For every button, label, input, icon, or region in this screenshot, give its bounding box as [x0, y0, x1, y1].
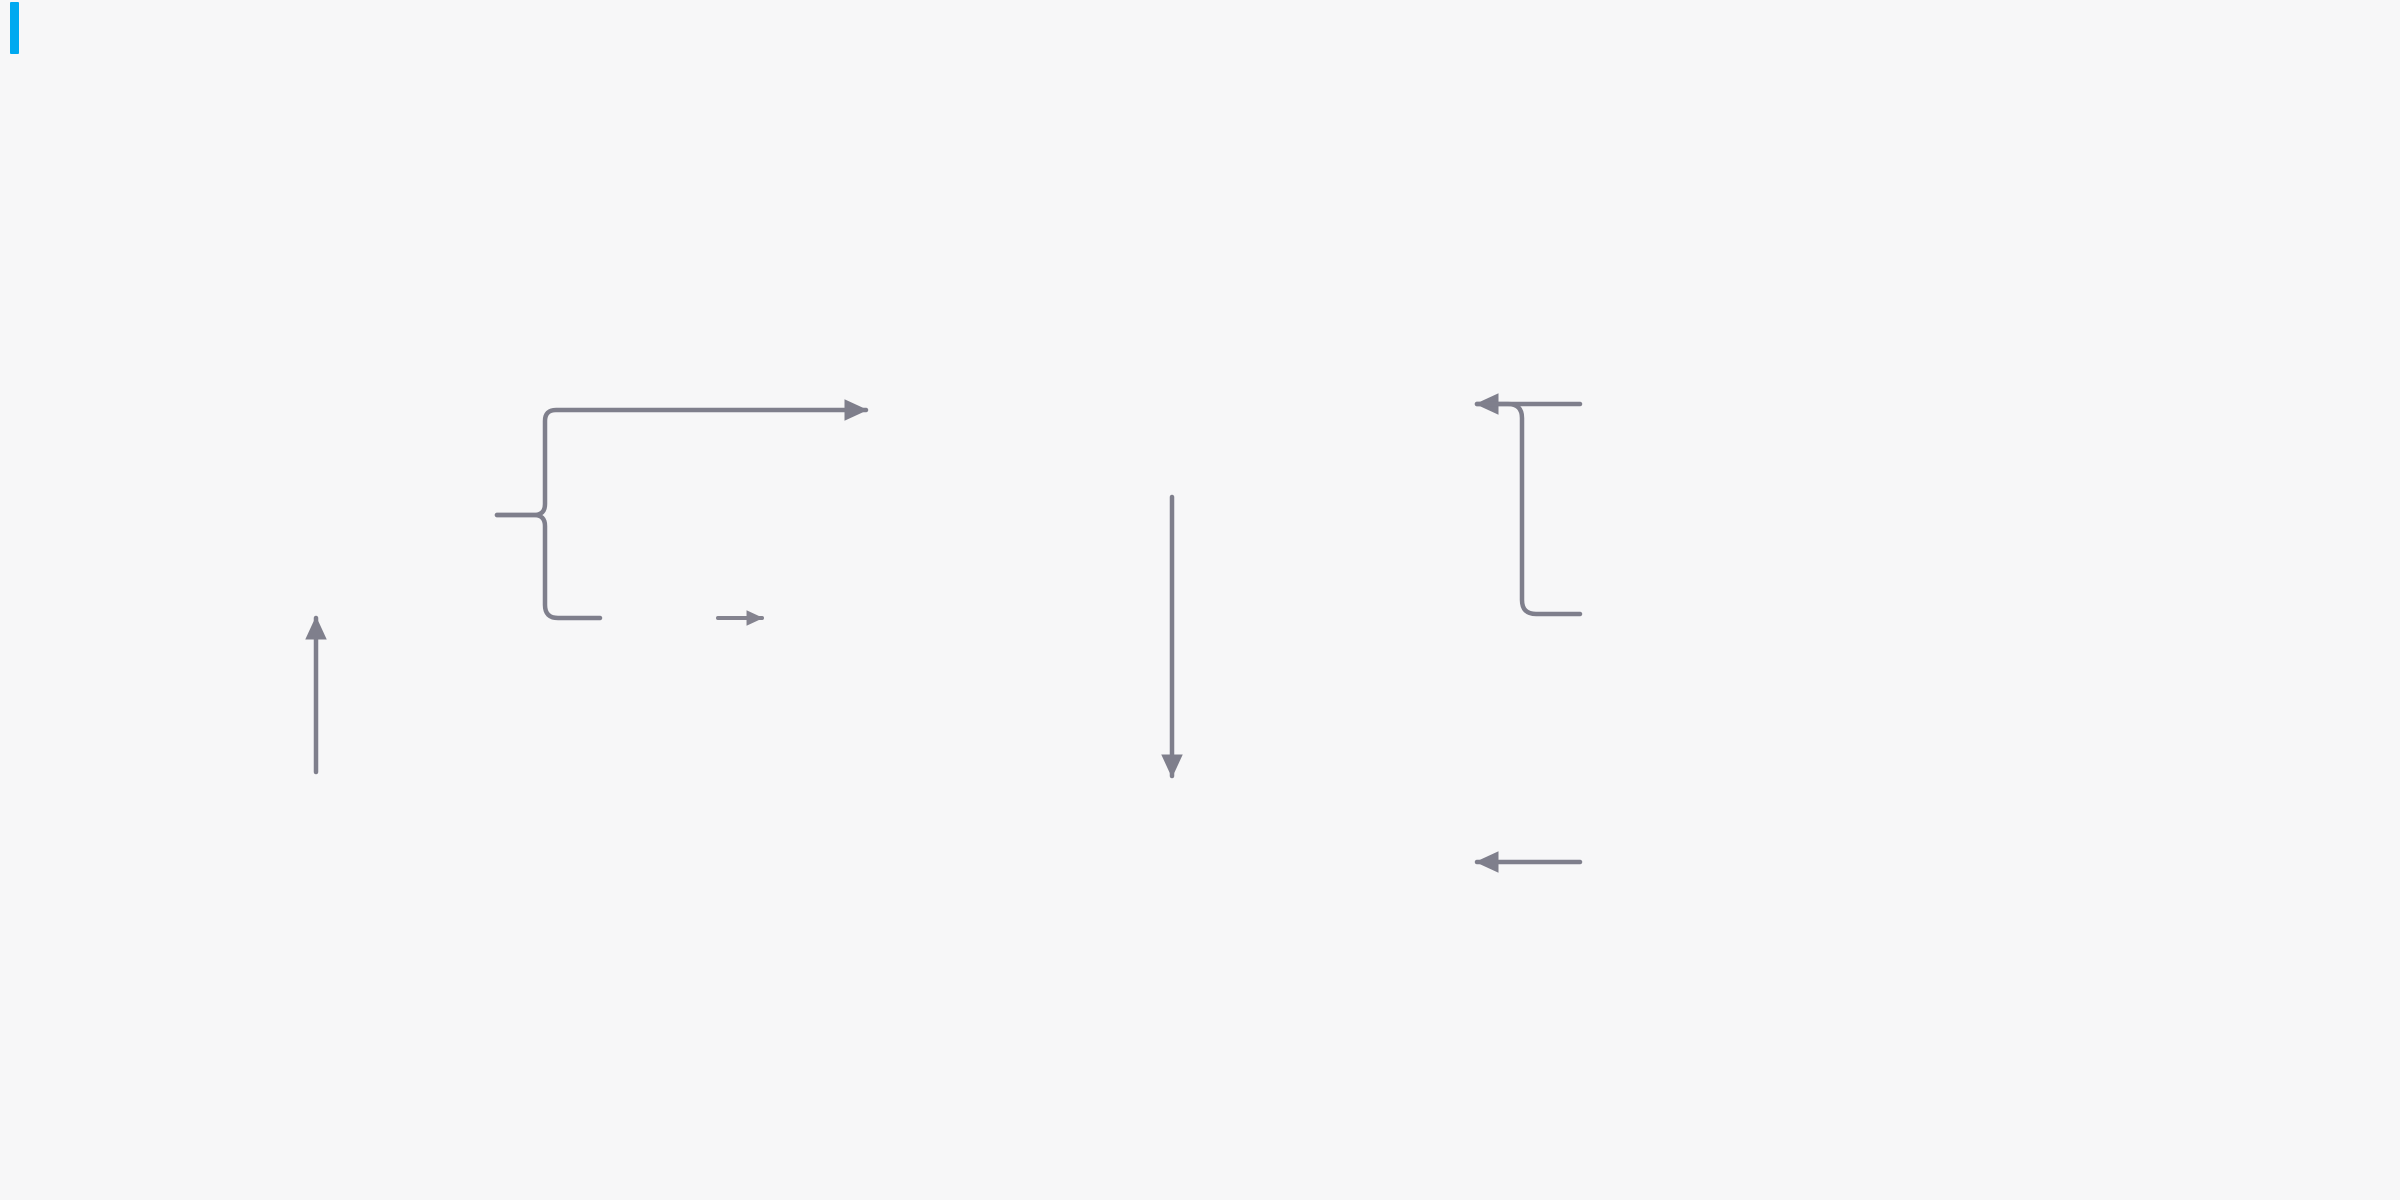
group-accent-bar-icon [10, 2, 19, 54]
edge-utils-base-path [494, 399, 869, 518]
group-label-pytest [0, 0, 50, 56]
edge-check-base-path [1474, 401, 1583, 617]
edge-utils-log-path [494, 512, 603, 621]
